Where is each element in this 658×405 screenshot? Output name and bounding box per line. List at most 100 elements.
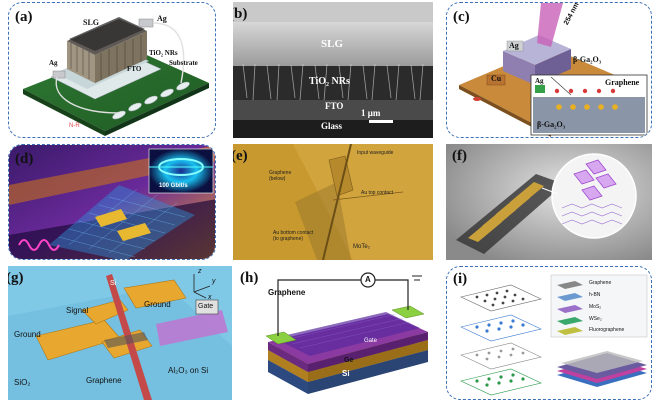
cu-contact [486, 74, 506, 86]
panel-c-figure [459, 3, 648, 137]
label-ag: Ag [509, 41, 519, 50]
scale-bar-label: 1 μm [361, 108, 381, 118]
panel-b-label: (b) [233, 6, 248, 22]
label-tio2: TiO₂ NRs [309, 76, 350, 87]
panel-e-label: (e) [233, 148, 248, 164]
input-waveguide [322, 144, 352, 260]
graphene-mesh [49, 185, 195, 259]
label-axis-x: x [208, 294, 212, 301]
panel-c: (c) 254 nm Ag Cu β-Ga₂O₃ Graphene Ag β-G… [446, 2, 652, 138]
label-axis-z: z [198, 268, 202, 275]
label-gate: Gate [198, 303, 214, 310]
signal-wave [18, 239, 60, 251]
panel-h-figure [265, 272, 428, 394]
label-slg: SLG [83, 18, 100, 27]
legend-item-2: MoS₂ [589, 304, 602, 310]
label-fto: FTO [127, 65, 142, 73]
legend-swatches [557, 281, 583, 335]
gold-electrodes [468, 182, 544, 242]
panel-e: (e) Input waveguide Graphene (below) Au … [233, 144, 433, 260]
label-graphene: Graphene [86, 376, 122, 385]
label-mote2: MoTe₂ [353, 244, 371, 250]
label-al2o3: Al₂O₃ on Si [168, 366, 209, 375]
panel-g-figure [8, 266, 232, 400]
label-cu: Cu [491, 74, 502, 83]
label-ground-right: Ground [144, 300, 171, 309]
panel-d-label: (d) [15, 151, 34, 167]
ammeter-icon [360, 272, 376, 288]
label-gate: Gate [364, 338, 378, 344]
label-axis-y: y [212, 278, 216, 285]
panel-g: (g) Ground Signal Ground Gate Si Graphen… [8, 266, 232, 400]
al2o3-strip [156, 310, 228, 346]
crystal-structure [573, 159, 617, 201]
scale-bar [369, 120, 393, 123]
label-ag-left: Ag [49, 59, 58, 67]
slg-layer [233, 22, 433, 66]
right-contact [391, 305, 425, 319]
label-si: Si [342, 369, 350, 378]
wire-left [55, 76, 120, 114]
panel-f-figure [446, 144, 652, 260]
circuit-wire [277, 279, 409, 336]
legend-item-4: Fluorographene [589, 327, 625, 333]
label-ag-top: Ag [157, 14, 167, 23]
ga2o3-crystal-top [503, 35, 571, 65]
panel-b: (b) SLG TiO₂ NRs FTO Glass 1 μm [233, 2, 433, 138]
label-ga2o3-inset: β-Ga₂O₃ [537, 120, 566, 129]
label-rate: 100 Gbit/s [159, 183, 188, 189]
label-au-top: Au top contact [361, 190, 393, 196]
panel-h-label: (h) [240, 270, 259, 286]
electrode-1 [95, 209, 127, 227]
contact-pads [112, 81, 190, 120]
panel-i-figure [460, 274, 648, 396]
panel-i: (i) Graphene h-BN MoS₂ WSe₂ Fluorographe… [446, 266, 652, 400]
panel-d-figure [9, 145, 215, 259]
label-graphene-below: Graphene (below) [269, 170, 292, 182]
label-ga2o3: β-Ga₂O₃ [573, 55, 602, 64]
label-glass: Glass [321, 121, 343, 131]
uv-beam [537, 3, 563, 47]
ammeter-label: A [365, 275, 371, 284]
label-tio2: TiO₂ NRs [149, 49, 178, 57]
panel-a: N-R (a) SLG Ag TiO₂ NRs FTO Substrate Ag [8, 2, 216, 138]
legend-item-3: WSe₂ [589, 316, 602, 322]
heterostructure-stack [460, 284, 542, 396]
panel-a-label: (a) [15, 9, 33, 25]
axis-triad [193, 274, 211, 299]
gate-pad [195, 299, 219, 315]
panel-f-label: (f) [452, 148, 467, 164]
label-ag-inset: Ag [535, 77, 544, 85]
label-fto: FTO [325, 101, 344, 111]
label-si: Si [110, 280, 117, 287]
label-signal: Signal [66, 306, 89, 315]
label-ground-left: Ground [14, 330, 41, 339]
panel-e-micrograph [233, 144, 433, 260]
panel-g-label: (g) [8, 270, 24, 286]
label-input-waveguide: Input waveguide [357, 150, 394, 156]
wire-top [152, 22, 185, 84]
svg-text:N-R: N-R [69, 123, 80, 129]
label-graphene: Graphene [268, 288, 306, 297]
fto-layer [233, 100, 433, 120]
legend-item-1: h-BN [589, 292, 601, 298]
label-ge: Ge [344, 357, 354, 364]
label-substrate: Substrate [169, 59, 198, 67]
panel-i-label: (i) [453, 271, 468, 287]
glass-layer [233, 120, 433, 138]
ag-electrode-left [52, 70, 66, 79]
panel-d: (d) 100 Gbit/s [8, 144, 216, 260]
mote2-flake [328, 155, 354, 197]
electrode-2 [117, 223, 151, 241]
label-sio2: SiO₂ [14, 378, 31, 387]
graphene-sheet [69, 17, 145, 51]
legend-title: Graphene [589, 280, 612, 286]
panel-a-figure: N-R [23, 17, 209, 136]
ag-contact [506, 40, 524, 52]
panel-f: (f) [446, 144, 652, 260]
panel-b-sem-image [233, 2, 433, 138]
panel-c-label: (c) [453, 9, 470, 25]
label-slg: SLG [321, 38, 344, 50]
panel-h: (h) Graphene A Ge Si Gate [238, 266, 438, 400]
graphene-layer [104, 332, 148, 348]
